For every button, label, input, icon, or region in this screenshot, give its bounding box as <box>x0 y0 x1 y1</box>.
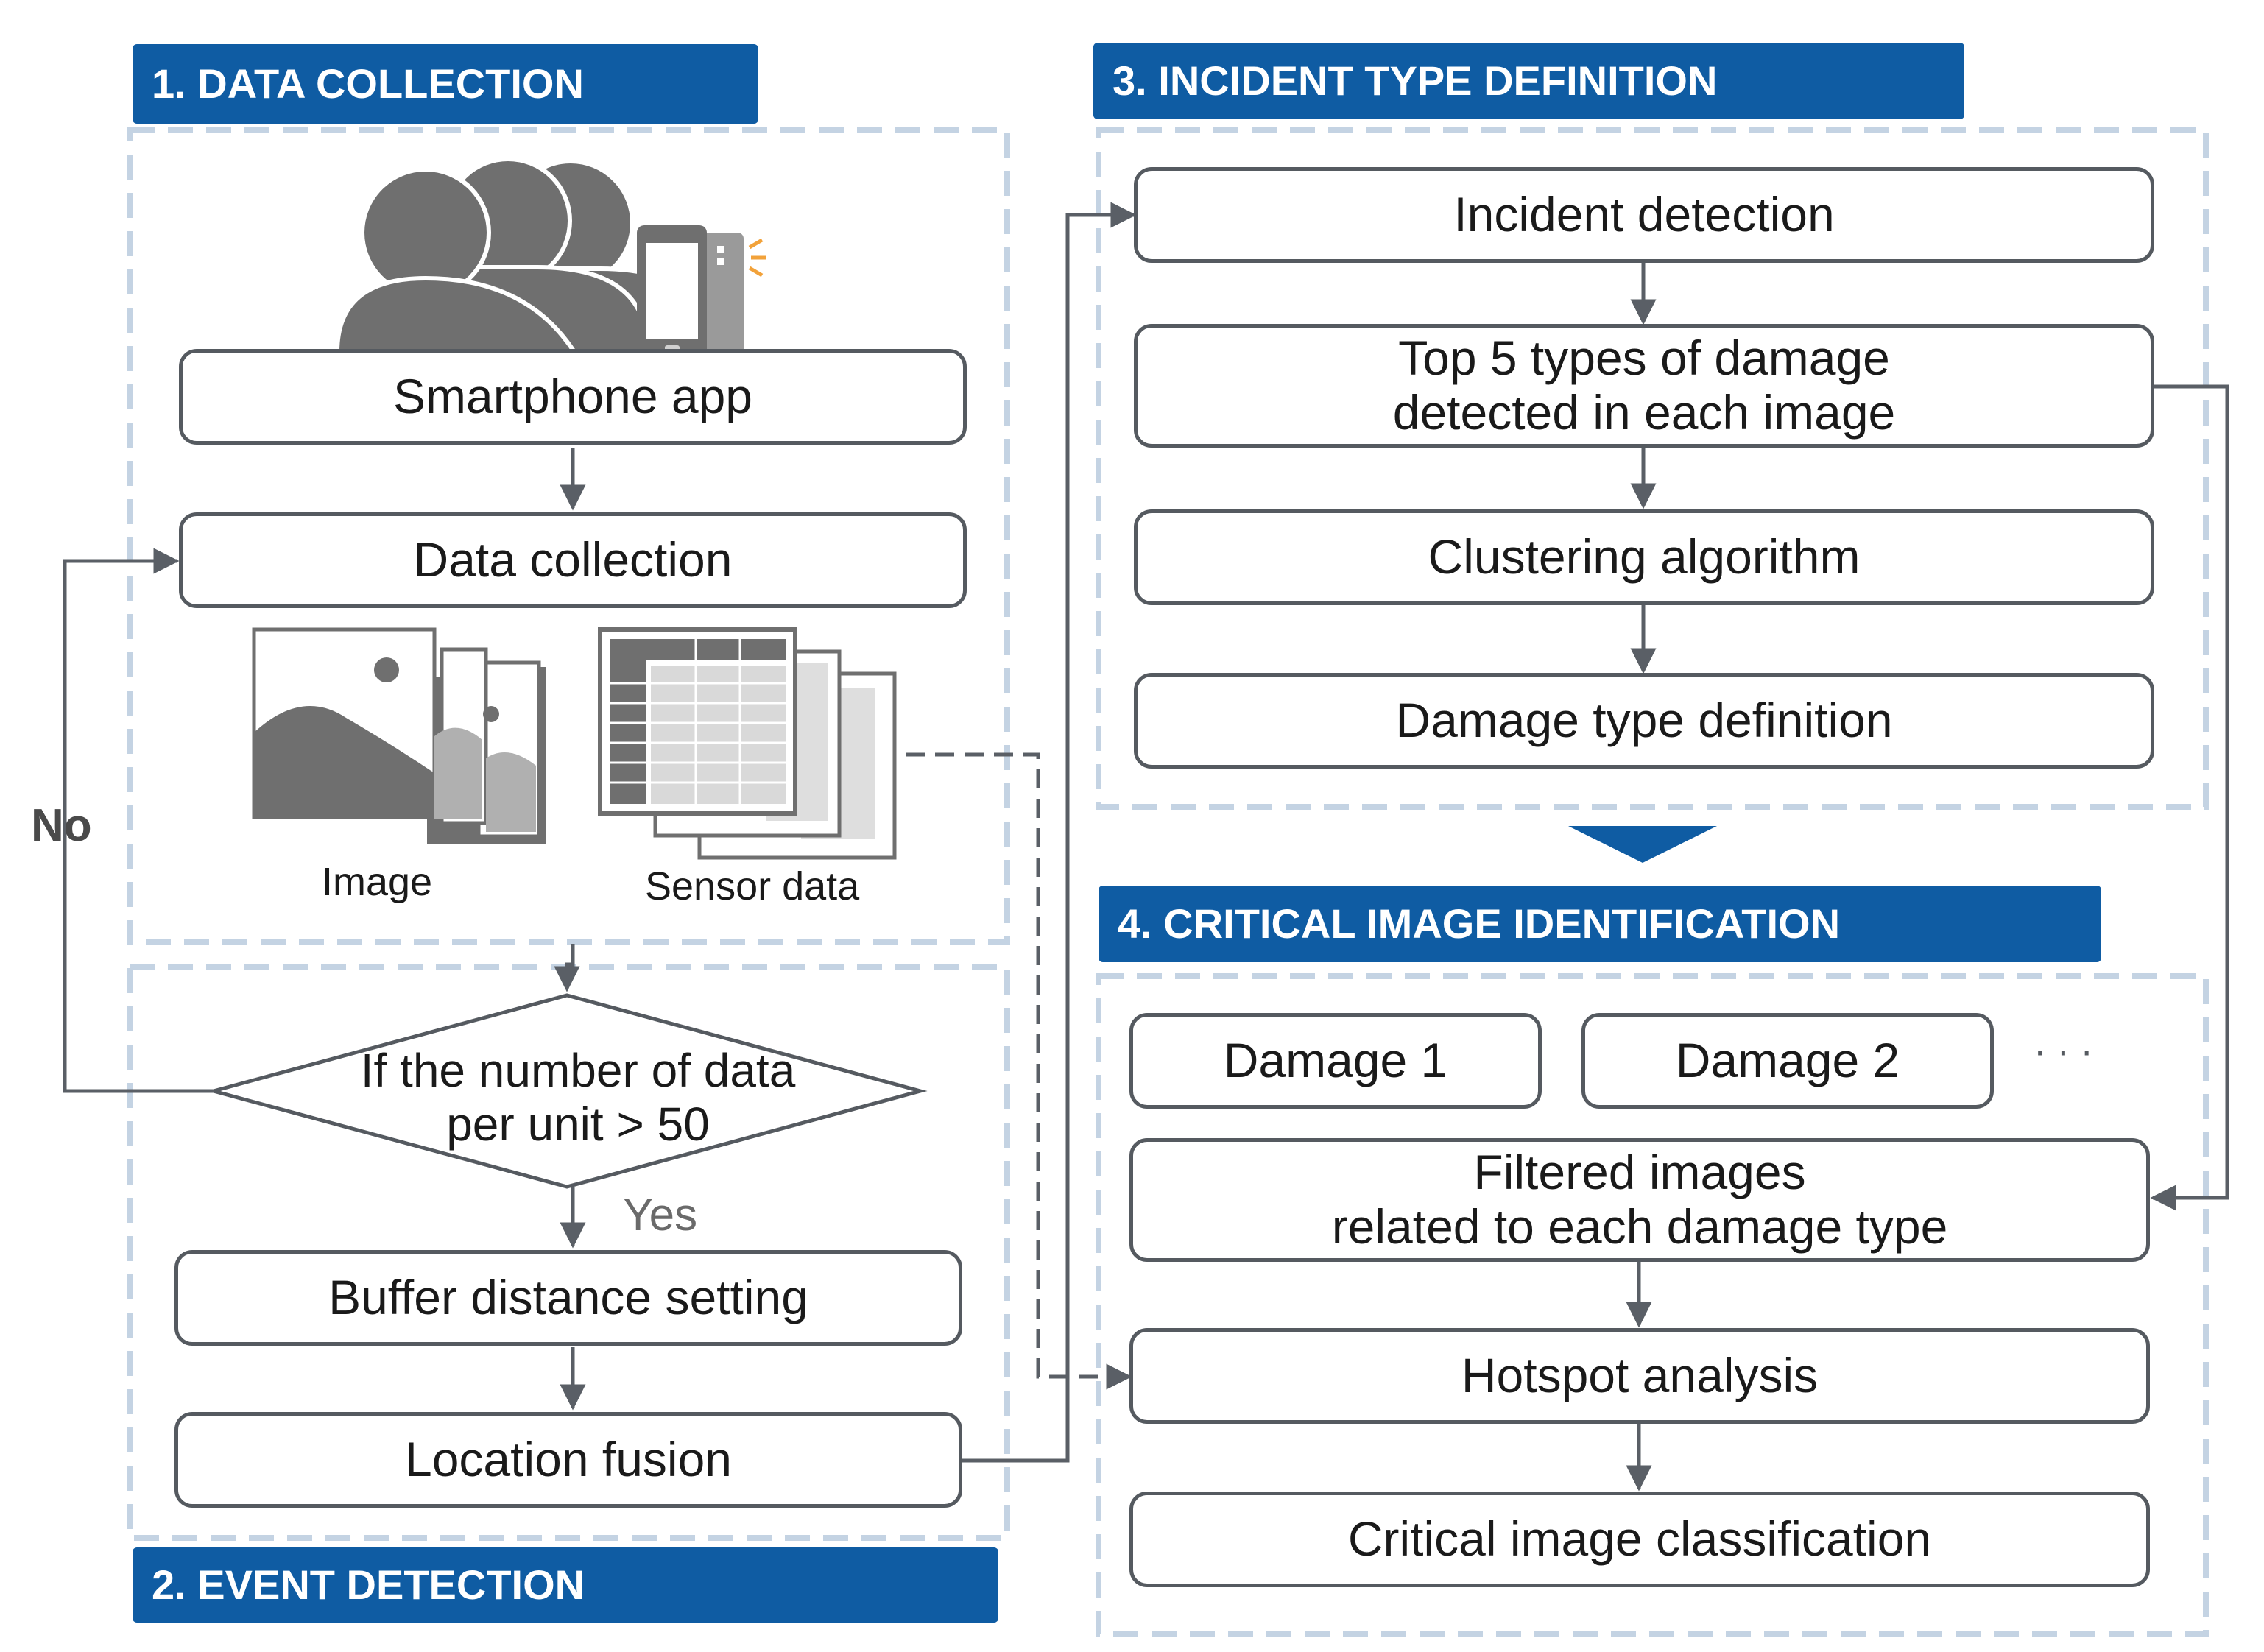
smartphone-app-box: Smartphone app <box>179 349 967 445</box>
section-title-data-collection: 1. DATA COLLECTION <box>133 44 758 124</box>
arrow-sensor-to-hotspot <box>906 752 1132 1390</box>
panel-data-collection <box>127 127 1010 945</box>
arrow-top5-to-filtered <box>2150 384 2229 1211</box>
users-group-icon <box>334 157 713 354</box>
buffer-distance-box: Buffer distance setting <box>174 1250 962 1346</box>
sensor-data-label: Sensor data <box>645 864 860 908</box>
more-damage-ellipsis: · · · <box>2034 1030 2093 1073</box>
hotspot-analysis-box: Hotspot analysis <box>1129 1328 2150 1424</box>
chevron-down-icon <box>1568 826 1717 863</box>
spreadsheet-stack-icon <box>598 627 897 860</box>
decision-text: If the number of data per unit > 50 <box>360 1044 796 1151</box>
arrow-fusion-to-incident <box>962 202 1137 1463</box>
data-collection-box: Data collection <box>179 512 967 608</box>
image-stack-icon <box>252 627 546 844</box>
filtered-images-box: Filtered images related to each damage t… <box>1129 1138 2150 1262</box>
location-fusion-box: Location fusion <box>174 1412 962 1508</box>
panel-critical-image <box>1096 973 2209 1637</box>
no-label: No <box>31 800 92 851</box>
top5-damage-box: Top 5 types of damage detected in each i… <box>1134 324 2154 448</box>
section-title-incident-type: 3. INCIDENT TYPE DEFINITION <box>1093 43 1964 119</box>
incident-detection-box: Incident detection <box>1134 167 2154 263</box>
arrow-panel-to-decision <box>554 944 580 992</box>
smartphone-icon <box>637 225 766 361</box>
critical-image-classification-box: Critical image classification <box>1129 1492 2150 1587</box>
damage-1-box: Damage 1 <box>1129 1013 1542 1109</box>
section-title-critical-image: 4. CRITICAL IMAGE IDENTIFICATION <box>1099 886 2101 962</box>
clustering-algorithm-box: Clustering algorithm <box>1134 509 2154 605</box>
decision-diamond <box>206 993 928 1189</box>
section-title-event-detection: 2. EVENT DETECTION <box>133 1547 998 1623</box>
damage-2-box: Damage 2 <box>1581 1013 1994 1109</box>
damage-type-definition-box: Damage type definition <box>1134 673 2154 769</box>
image-label: Image <box>322 860 433 904</box>
panel-incident-type <box>1096 127 2209 810</box>
arrow-no-loop <box>63 548 214 1093</box>
yes-label: Yes <box>623 1190 698 1240</box>
